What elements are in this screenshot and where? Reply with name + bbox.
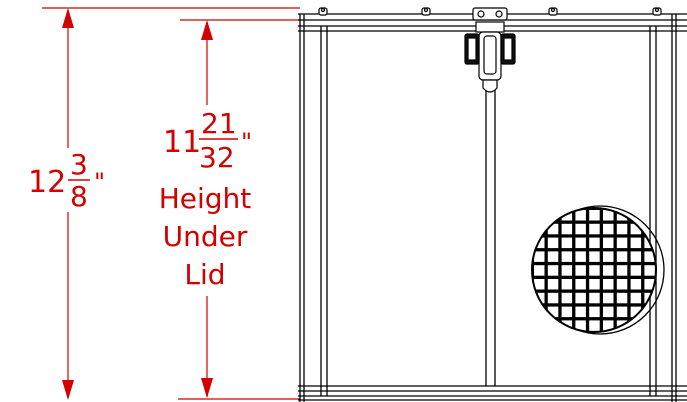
overall-height-whole: 12 [28,165,66,200]
dimension-height-under-lid [178,19,300,400]
vent-grille [531,205,665,335]
lid-height-whole: 11 [163,125,201,160]
arrowhead-overall-top [62,8,74,28]
caption-lid: Lid [184,258,225,291]
lid-pins [318,7,662,16]
lid-height-unit: " [241,128,252,156]
dimension-overall-height [42,7,300,400]
lid-height-denominator: 32 [199,141,235,174]
dimension-label-overall: 12 3 8 " [28,148,105,213]
dimension-label-height-under-lid: 11 21 32 " Height Under Lid [159,107,252,291]
overall-height-denominator: 8 [70,180,88,213]
lid-height-numerator: 21 [201,107,237,140]
overall-height-unit: " [94,168,105,196]
arrowhead-overall-bottom [62,380,74,400]
arrowhead-lid-top [201,20,213,40]
caption-height: Height [159,182,252,215]
overall-height-numerator: 3 [70,148,88,181]
latch-assembly [464,7,516,93]
caption-under: Under [163,220,248,253]
arrowhead-lid-bottom [201,378,213,398]
